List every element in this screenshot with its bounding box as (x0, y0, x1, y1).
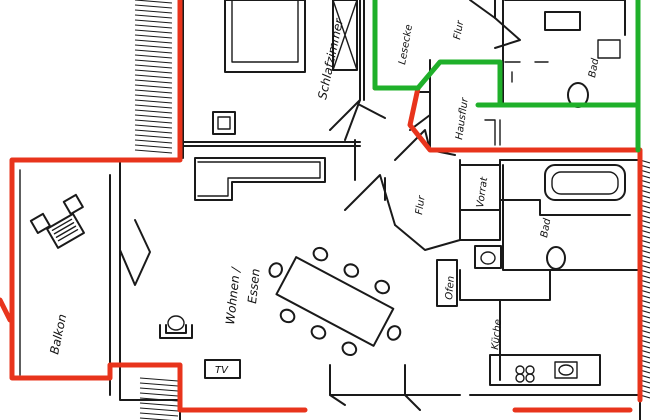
hatch-line (139, 412, 179, 417)
hatch-line (134, 39, 173, 44)
hatch-line (134, 24, 173, 29)
hatch-line (134, 104, 173, 109)
label-flur-top: Flur (452, 19, 466, 40)
hatch-line (134, 54, 173, 59)
hatch-line (134, 74, 173, 79)
hatch-line (139, 387, 179, 392)
hatch-line (134, 19, 173, 24)
hatch-line (134, 129, 173, 134)
hatch-line (139, 382, 179, 387)
hatch-line (139, 377, 179, 382)
hatch-line (134, 109, 173, 114)
hatch-line (134, 144, 173, 149)
hatch-line (134, 0, 173, 4)
label-vorrat: Vorrat (475, 175, 490, 208)
hatch-line (134, 4, 173, 9)
hatch-line (134, 134, 173, 139)
hatch-line (139, 402, 179, 407)
hatch-line (134, 89, 173, 94)
hatch-line (134, 69, 173, 74)
label-ofen: Ofen (444, 276, 457, 301)
label-bad-top: Bad (587, 57, 601, 79)
label-balkon: Balkon (47, 313, 69, 356)
label-hausflur: Hausflur (454, 96, 471, 140)
label-kueche: Küche (490, 319, 504, 351)
hatch-line (134, 64, 173, 69)
hatch-line (134, 119, 173, 124)
hatch-line (134, 34, 173, 39)
hatch-line (134, 79, 173, 84)
hatch-line (134, 44, 173, 49)
hatch-line (134, 14, 173, 19)
label-tv: TV (215, 365, 229, 376)
hatch-line (134, 99, 173, 104)
label-lesecke: Lesecke (397, 24, 415, 66)
hatch-line (134, 149, 173, 154)
label-bad-mid: Bad (539, 217, 553, 239)
label-schlafzimmer: Schlafzimmer (315, 16, 346, 100)
hatch-line (134, 29, 173, 34)
hatch-line (139, 392, 179, 397)
hatch-line (134, 49, 173, 54)
hatch-line (134, 124, 173, 129)
label-wohnen: Wohnen / (223, 265, 243, 325)
hatch-line (134, 139, 173, 144)
hatch-line (134, 9, 173, 14)
hatch-line (139, 407, 179, 412)
exterior-wall-hatch (134, 0, 650, 420)
reading-corner-outline-green (372, 0, 641, 153)
label-essen: Essen (245, 268, 263, 304)
hatch-line (134, 84, 173, 89)
hatch-line (134, 94, 173, 99)
label-flur-mid: Flur (414, 194, 428, 215)
hatch-line (134, 114, 173, 119)
hatch-line (134, 59, 173, 64)
